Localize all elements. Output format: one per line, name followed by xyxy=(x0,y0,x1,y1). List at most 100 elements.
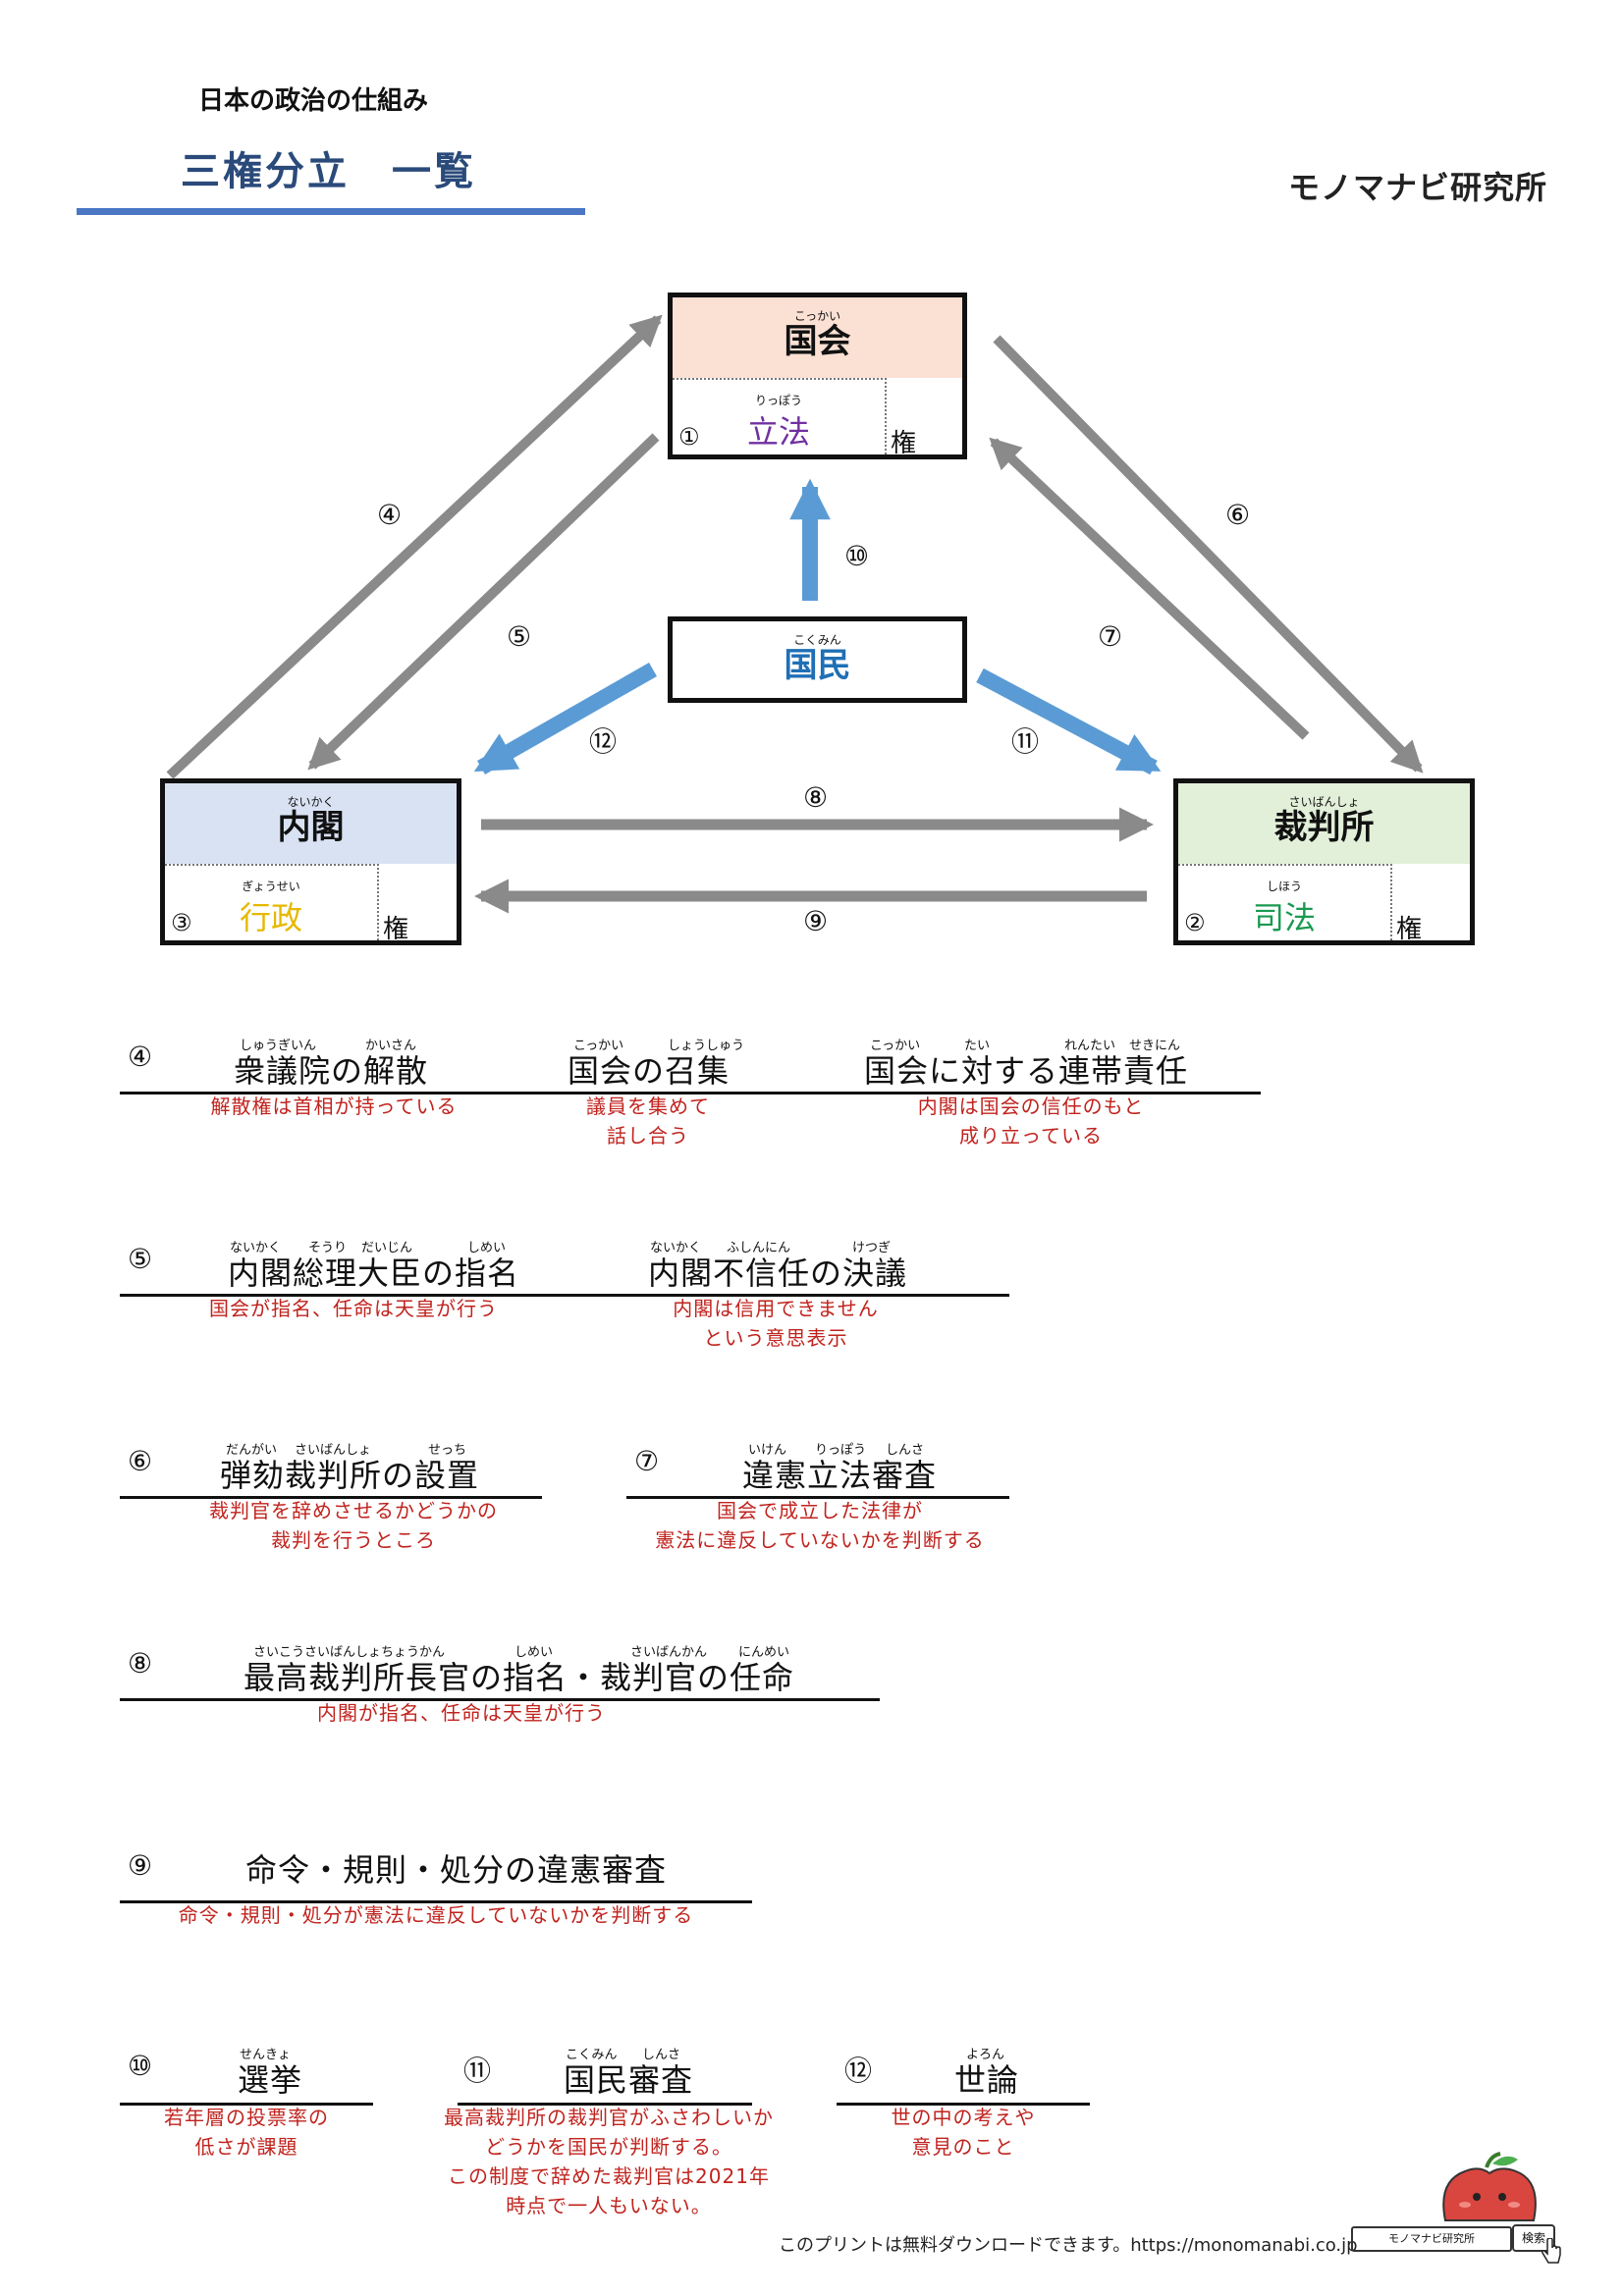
item-7-ruby-3: しんさ xyxy=(886,1443,925,1458)
item-11-note-1b: どうかを国民が判断する。 xyxy=(485,2135,732,2159)
naikaku-name: 内閣 xyxy=(277,808,345,847)
item-5-ruby-6: ふしんにん xyxy=(727,1241,791,1255)
item-9-number: ⑨ xyxy=(128,1849,153,1882)
item-9-term-1: 命令・規則・処分の違憲審査 xyxy=(245,1851,668,1889)
item-7-note-1a: 国会で成立した法律が xyxy=(717,1499,923,1522)
naikaku-power-area: ぎょうせい 行政 ③ xyxy=(165,864,379,940)
item-4-ruby-1: しゅうぎいん xyxy=(240,1039,317,1053)
item-5-note-2b: という意思表示 xyxy=(703,1326,848,1350)
item-10-term-1: 選挙 xyxy=(238,2061,303,2099)
naikaku-box: ないかく 内閣 ぎょうせい 行政 ③ 権 xyxy=(160,778,461,945)
item-5-note-2a: 内閣は信用できません xyxy=(673,1297,879,1320)
item-7-number: ⑦ xyxy=(634,1445,660,1477)
item-4-ruby-6: たい xyxy=(964,1039,991,1053)
item-9-note-1: 命令・規則・処分が憲法に違反していないかを判断する xyxy=(178,1903,694,1927)
item-5-ruby-2: そうり xyxy=(308,1241,348,1255)
item-4-term-2: 国会の召集 xyxy=(568,1052,731,1090)
item-11-note-1a: 最高裁判所の裁判官がふさわしいか xyxy=(444,2106,774,2129)
arrow-label-8: ⑧ xyxy=(803,781,829,814)
item-4-note-2a: 議員を集めて xyxy=(586,1095,710,1118)
arrow-label-9: ⑨ xyxy=(803,905,829,937)
item-5-ruby-3: だいじん xyxy=(361,1241,413,1255)
item-7-note-1b: 憲法に違反していないかを判断する xyxy=(655,1528,985,1552)
item-6-number: ⑥ xyxy=(128,1445,153,1477)
item-8-rule xyxy=(120,1698,880,1701)
item-12-number: ⑫ xyxy=(844,2055,873,2087)
arrow-7 xyxy=(989,437,1310,740)
item-11-note-1c: この制度で辞めた裁判官は2021年 xyxy=(448,2164,770,2188)
item-5-ruby-1: ないかく xyxy=(230,1241,282,1255)
item-12-ruby-1: よろん xyxy=(966,2048,1005,2062)
item-4-ruby-4: しょうしゅう xyxy=(668,1039,745,1053)
item-6-note-1a: 裁判官を辞めさせるかどうかの xyxy=(209,1499,498,1522)
item-10-number: ⑩ xyxy=(128,2050,153,2082)
item-11-term-1: 国民審査 xyxy=(564,2061,694,2099)
separation-of-powers-diagram xyxy=(166,314,1424,914)
arrow-label-10: ⑩ xyxy=(844,540,870,572)
item-5-ruby-4: しめい xyxy=(467,1241,507,1255)
item-4-note-1: 解散権は首相が持っている xyxy=(210,1095,458,1118)
item-4-note-2b: 話し合う xyxy=(607,1124,689,1148)
saibansho-ken: 権 xyxy=(1396,915,1423,944)
saibansho-header: さいばんしょ 裁判所 xyxy=(1178,783,1470,864)
item-7-ruby-2: りっぽう xyxy=(815,1443,867,1458)
item-6-ruby-3: せっち xyxy=(428,1443,467,1458)
item-11-ruby-2: しんさ xyxy=(642,2048,681,2062)
item-7-term-1: 違憲立法審査 xyxy=(742,1457,938,1494)
item-7-ruby-1: いけん xyxy=(748,1443,787,1458)
kokkai-box: こっかい 国会 りっぽう 立法 ① 権 xyxy=(668,293,967,459)
item-4-ruby-2: かいさん xyxy=(365,1039,417,1053)
item-5-ruby-7: けつぎ xyxy=(852,1241,892,1255)
naikaku-power: 行政 xyxy=(239,899,302,936)
item-8-ruby-3: さいばんかん xyxy=(630,1645,708,1660)
arrow-label-5: ⑤ xyxy=(507,620,532,653)
item-8-note-1: 内閣が指名、任命は天皇が行う xyxy=(317,1701,606,1725)
item-5-ruby-5: ないかく xyxy=(650,1241,702,1255)
item-11-ruby-1: こくみん xyxy=(566,2048,618,2062)
item-10-note-1b: 低さが課題 xyxy=(194,2135,298,2159)
title-underline xyxy=(77,208,585,215)
item-8-ruby-4: にんめい xyxy=(738,1645,790,1660)
kokkai-ruby: こっかい xyxy=(793,309,841,323)
arrow-12 xyxy=(473,663,657,774)
item-4-term-1: 衆議院の解散 xyxy=(234,1052,429,1090)
item-4-ruby-3: こっかい xyxy=(573,1039,624,1053)
item-10-note-1a: 若年層の投票率の xyxy=(164,2106,329,2129)
item-12-rule xyxy=(837,2103,1090,2106)
item-4-ruby-7: れんたい xyxy=(1064,1039,1116,1053)
arrow-4 xyxy=(166,314,663,779)
kokumin-box: こくみん 国民 xyxy=(668,616,967,703)
item-6-term-1: 弾劾裁判所の設置 xyxy=(220,1457,480,1494)
arrow-label-11: ⑪ xyxy=(1011,725,1040,758)
item-5-note-1: 国会が指名、任命は天皇が行う xyxy=(209,1297,498,1320)
apple-mascot-icon xyxy=(1442,2152,1537,2221)
item-5-term-1: 内閣総理大臣の指名 xyxy=(228,1255,520,1292)
kokumin-ruby: こくみん xyxy=(793,633,841,647)
footer-download-note: このプリントは無料ダウンロードできます。https://monomanabi.c… xyxy=(779,2235,1358,2256)
item-12-note-1b: 意見のこと xyxy=(911,2135,1015,2159)
brand-logo-text: モノマナビ研究所 xyxy=(1288,169,1548,206)
arrow-11 xyxy=(976,667,1162,775)
kokkai-power: 立法 xyxy=(746,413,810,451)
search-box: モノマナビ研究所 xyxy=(1351,2226,1512,2252)
kokkai-header: こっかい 国会 xyxy=(673,297,962,378)
item-5-term-2: 内閣不信任の決議 xyxy=(648,1255,908,1292)
arrow-label-12: ⑫ xyxy=(589,725,618,758)
saibansho-power-ruby: しほう xyxy=(1266,880,1302,893)
item-6-note-1b: 裁判を行うところ xyxy=(271,1528,436,1552)
kokkai-power-ruby: りっぽう xyxy=(754,394,802,407)
item-8-ruby-2: しめい xyxy=(514,1645,554,1660)
saibansho-ruby: さいばんしょ xyxy=(1288,795,1360,809)
saibansho-box: さいばんしょ 裁判所 しほう 司法 ② 権 xyxy=(1173,778,1475,945)
item-9-rule xyxy=(120,1900,752,1903)
item-7-rule xyxy=(626,1496,1009,1499)
naikaku-header: ないかく 内閣 xyxy=(165,783,457,864)
item-4-number: ④ xyxy=(128,1041,153,1073)
naikaku-number: ③ xyxy=(171,909,192,936)
item-4-note-3a: 内閣は国会の信任のもと xyxy=(917,1095,1145,1118)
item-10-ruby-1: せんきょ xyxy=(240,2048,292,2062)
item-12-term-1: 世論 xyxy=(954,2061,1020,2099)
item-11-number: ⑪ xyxy=(463,2055,492,2087)
kokkai-power-area: りっぽう 立法 ① xyxy=(673,378,887,454)
kokkai-name: 国会 xyxy=(784,322,851,361)
